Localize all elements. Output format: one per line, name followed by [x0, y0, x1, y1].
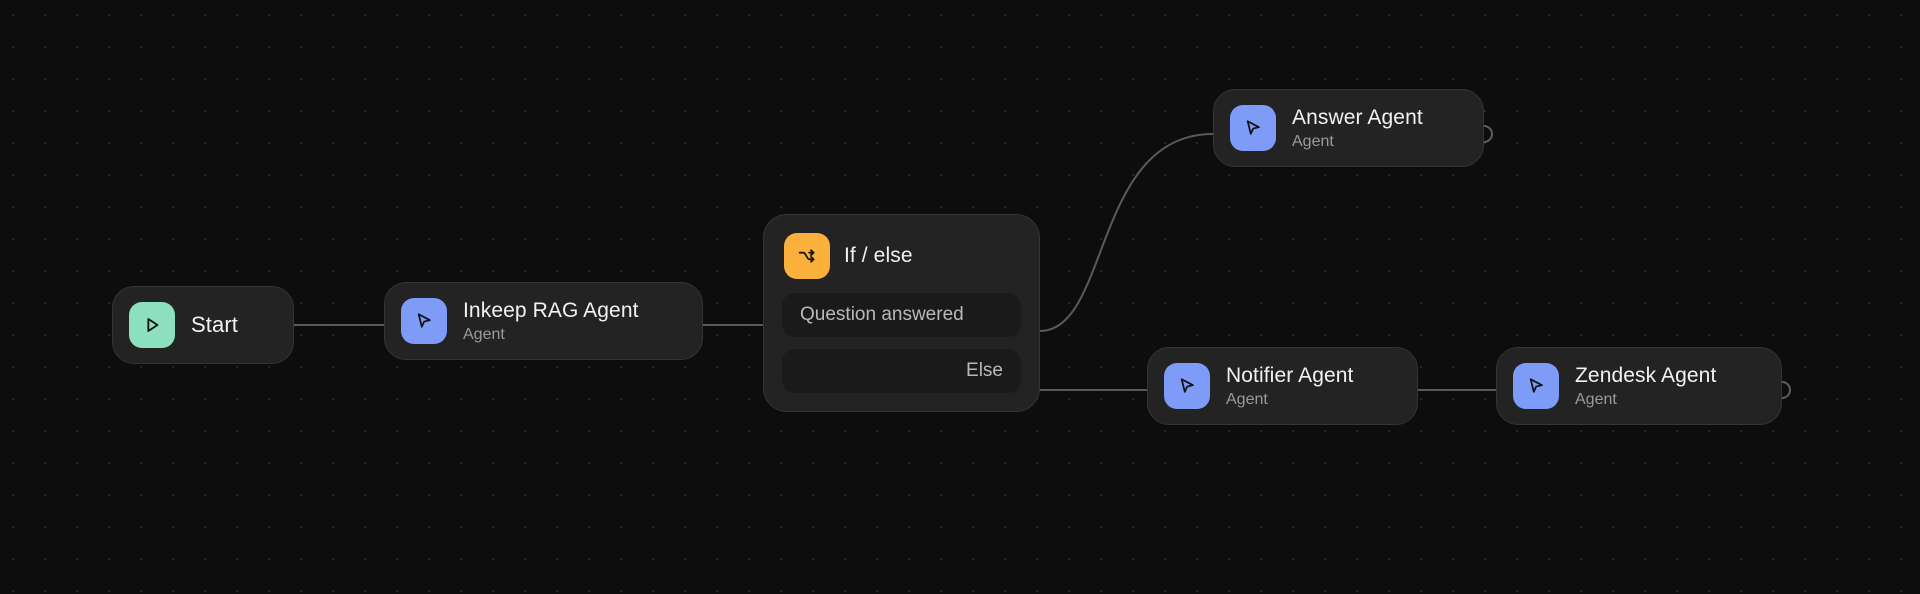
node-inkeep-rag-agent-title: Inkeep RAG Agent [463, 298, 639, 322]
node-answer-agent-subtitle: Agent [1292, 132, 1334, 150]
branch-question-answered-label: Question answered [800, 304, 964, 325]
node-notifier-agent-text: Notifier Agent Agent [1226, 363, 1353, 410]
cursor-arrow-icon [1513, 363, 1559, 409]
node-answer-agent-title: Answer Agent [1292, 105, 1423, 129]
play-icon [129, 302, 175, 348]
node-notifier-agent-subtitle: Agent [1226, 390, 1268, 408]
node-notifier-agent-title: Notifier Agent [1226, 363, 1354, 387]
node-zendesk-agent[interactable]: Zendesk Agent Agent [1496, 347, 1782, 425]
branch-else-label: Else [966, 360, 1003, 381]
node-if-else-title: If / else [844, 244, 913, 267]
node-inkeep-rag-agent-text: Inkeep RAG Agent Agent [463, 298, 639, 345]
branch-question-answered[interactable]: Question answered [782, 293, 1021, 337]
node-answer-agent-text: Answer Agent Agent [1292, 105, 1423, 152]
node-zendesk-agent-subtitle: Agent [1575, 390, 1617, 408]
node-zendesk-agent-text: Zendesk Agent Agent [1575, 363, 1716, 410]
node-start-text: Start [191, 312, 238, 338]
branch-else[interactable]: Else [782, 349, 1021, 393]
node-start-title: Start [191, 312, 238, 337]
node-if-else[interactable]: If / else Question answered Else [763, 214, 1040, 412]
node-if-else-header: If / else [782, 231, 1021, 281]
node-inkeep-rag-agent[interactable]: Inkeep RAG Agent Agent [384, 282, 703, 360]
node-answer-agent[interactable]: Answer Agent Agent [1213, 89, 1484, 167]
node-inkeep-rag-agent-subtitle: Agent [463, 325, 505, 343]
node-notifier-agent[interactable]: Notifier Agent Agent [1147, 347, 1418, 425]
cursor-arrow-icon [1164, 363, 1210, 409]
edge-question-answered-to-answer-agent [1039, 133, 1214, 332]
cursor-arrow-icon [1230, 105, 1276, 151]
node-start[interactable]: Start [112, 286, 294, 364]
node-zendesk-agent-title: Zendesk Agent [1575, 363, 1717, 387]
cursor-arrow-icon [401, 298, 447, 344]
split-arrows-icon [784, 233, 830, 279]
